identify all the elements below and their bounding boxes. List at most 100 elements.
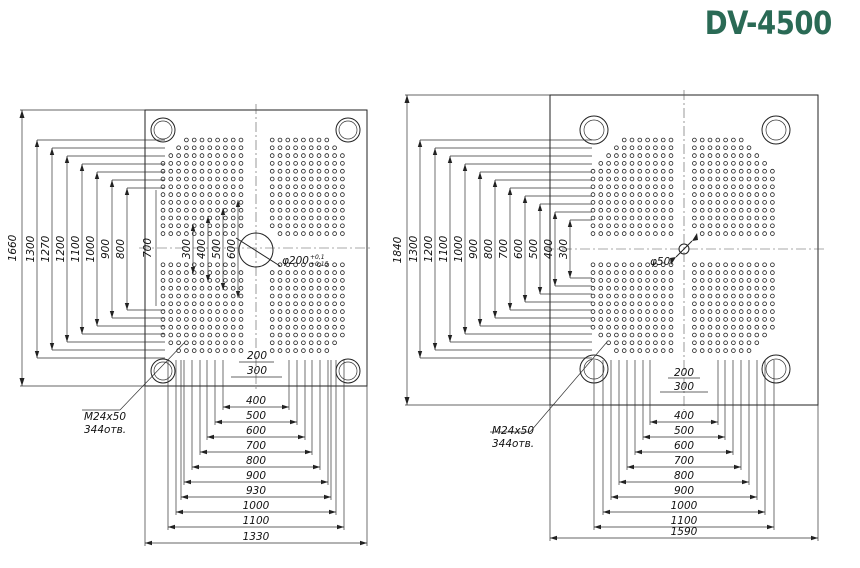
tapped-hole bbox=[699, 192, 705, 197]
tapped-hole bbox=[731, 293, 736, 299]
tapped-hole bbox=[598, 192, 604, 197]
tapped-hole bbox=[176, 348, 181, 353]
tapped-hole bbox=[606, 200, 611, 205]
tapped-hole bbox=[308, 231, 314, 236]
tapped-hole bbox=[660, 231, 666, 236]
vertical-dim-label: 900 bbox=[468, 239, 480, 259]
right-dim-200-label: 200 bbox=[674, 367, 694, 379]
tapped-hole bbox=[614, 161, 619, 166]
tapped-hole bbox=[340, 262, 345, 268]
tapped-hole bbox=[762, 285, 767, 291]
tapped-hole bbox=[191, 348, 197, 353]
tapped-hole bbox=[301, 332, 306, 338]
tapped-hole bbox=[301, 324, 306, 330]
tapped-hole bbox=[199, 137, 205, 143]
tapped-hole bbox=[731, 168, 736, 174]
tapped-hole bbox=[223, 161, 228, 166]
tapped-hole bbox=[160, 332, 166, 338]
tapped-hole bbox=[340, 270, 345, 275]
horizontal-dim-label: 1100 bbox=[671, 515, 698, 527]
left-holes-label: 344отв. bbox=[84, 424, 126, 436]
tapped-hole bbox=[176, 176, 181, 182]
tapped-hole bbox=[770, 301, 775, 307]
tapped-hole bbox=[614, 184, 619, 190]
tapped-hole bbox=[715, 176, 721, 182]
tapped-hole bbox=[738, 223, 744, 229]
tapped-hole bbox=[230, 309, 236, 314]
tapped-hole bbox=[598, 278, 604, 283]
tapped-hole bbox=[692, 293, 697, 299]
tapped-hole bbox=[285, 168, 291, 174]
tapped-hole bbox=[614, 278, 619, 283]
tapped-hole bbox=[738, 301, 744, 307]
tapped-hole bbox=[590, 309, 596, 314]
tapped-hole bbox=[660, 161, 666, 166]
tapped-hole bbox=[207, 184, 213, 190]
vertical-dim-label: 400 bbox=[543, 239, 555, 259]
tapped-hole bbox=[215, 340, 220, 346]
tapped-hole bbox=[738, 231, 744, 236]
tapped-hole bbox=[614, 168, 619, 174]
tapped-hole bbox=[316, 192, 322, 197]
tapped-hole bbox=[660, 215, 666, 221]
tapped-hole bbox=[308, 317, 314, 322]
tapped-hole bbox=[692, 200, 697, 205]
tapped-hole bbox=[590, 278, 596, 283]
vertical-dim-label: 1000 bbox=[453, 235, 465, 262]
tapped-hole bbox=[277, 301, 283, 307]
tapped-hole bbox=[199, 192, 205, 197]
tapped-hole bbox=[199, 145, 205, 151]
tapped-hole bbox=[707, 168, 713, 174]
tapped-hole bbox=[668, 317, 674, 322]
tapped-hole bbox=[660, 332, 666, 338]
tapped-hole bbox=[668, 207, 674, 213]
tapped-hole bbox=[738, 332, 744, 338]
tapped-hole bbox=[723, 270, 728, 275]
tapped-hole bbox=[207, 153, 213, 158]
tapped-hole bbox=[699, 348, 705, 353]
tapped-hole bbox=[653, 301, 658, 307]
tapped-hole bbox=[269, 200, 275, 205]
vertical-dim-label: 1200 bbox=[423, 235, 435, 262]
tapped-hole bbox=[707, 285, 713, 291]
tapped-hole bbox=[293, 192, 298, 197]
tapped-hole bbox=[598, 231, 604, 236]
tapped-hole bbox=[754, 317, 760, 322]
tapped-hole bbox=[160, 161, 166, 166]
tapped-hole bbox=[199, 301, 205, 307]
tapped-hole bbox=[699, 161, 705, 166]
tapped-hole bbox=[614, 270, 619, 275]
tapped-hole bbox=[707, 270, 713, 275]
tapped-hole bbox=[621, 332, 627, 338]
tapped-hole bbox=[168, 317, 174, 322]
tapped-hole bbox=[238, 278, 244, 283]
tapped-hole bbox=[308, 293, 314, 299]
left-dim-1660-label: 1660 bbox=[7, 234, 19, 261]
tapped-hole bbox=[285, 161, 291, 166]
tapped-hole bbox=[715, 192, 721, 197]
tapped-hole bbox=[723, 293, 728, 299]
tapped-hole bbox=[285, 348, 291, 353]
tapped-hole bbox=[621, 161, 627, 166]
tapped-hole bbox=[168, 153, 174, 158]
tapped-hole bbox=[215, 145, 220, 151]
tapped-hole bbox=[715, 301, 721, 307]
right-tapped-holes bbox=[590, 137, 775, 353]
tapped-hole bbox=[293, 200, 298, 205]
tapped-hole bbox=[160, 192, 166, 197]
tapped-hole bbox=[692, 340, 697, 346]
tapped-hole bbox=[184, 176, 189, 182]
tapped-hole bbox=[738, 285, 744, 291]
tapped-hole bbox=[176, 293, 181, 299]
tapped-hole bbox=[332, 270, 337, 275]
vertical-dim-label: 600 bbox=[513, 239, 525, 259]
tapped-hole bbox=[637, 332, 643, 338]
tapped-hole bbox=[293, 332, 298, 338]
tapped-hole bbox=[614, 192, 619, 197]
tapped-hole bbox=[199, 168, 205, 174]
tapped-hole bbox=[598, 309, 604, 314]
tapped-hole bbox=[731, 270, 736, 275]
tapped-hole bbox=[308, 215, 314, 221]
tapped-hole bbox=[176, 324, 181, 330]
